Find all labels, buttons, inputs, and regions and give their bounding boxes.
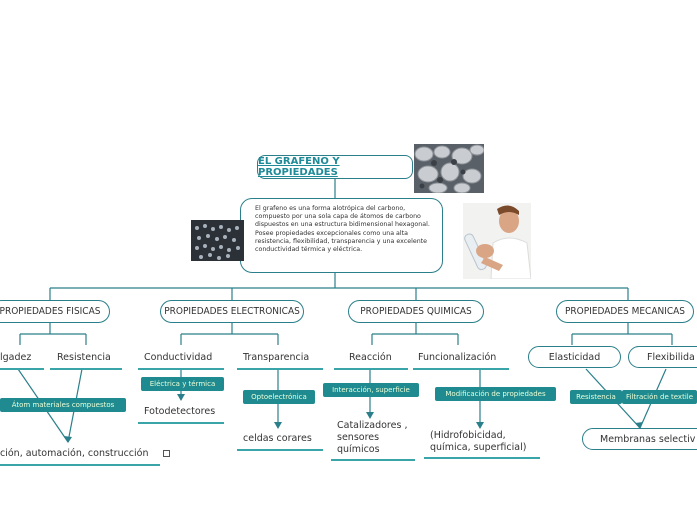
item-elasticidad[interactable]: Elasticidad: [528, 346, 621, 368]
item-resistencia-underline: [50, 368, 122, 370]
item-funcionalizacion-underline: [413, 368, 509, 370]
branch-mecanicas-label: PROPIEDADES MECANICAS: [564, 306, 685, 317]
tag-materiales-compuestos[interactable]: Átom materiales compuestos: [0, 398, 126, 412]
item-transparencia-underline: [237, 368, 323, 370]
item-flexibilidad[interactable]: Flexibilida: [628, 346, 697, 368]
tag-filtracion-textile[interactable]: Filtración de textile: [622, 390, 697, 404]
branch-fisicas-label: PROPIEDADES FISICAS: [0, 306, 101, 317]
branch-electronicas-label: PROPIEDADES ELECTRONICAS: [164, 306, 300, 317]
result-membranas-label: Membranas selectiv: [600, 433, 696, 445]
tag-interaccion-superficie[interactable]: Interacción, superficie: [323, 383, 419, 397]
scientist-test-tube-image: [463, 203, 531, 279]
item-funcionalizacion[interactable]: Funcionalización: [418, 352, 497, 363]
item-resistencia[interactable]: Resistencia: [57, 352, 111, 363]
result-hidrofobicidad-underline: [424, 457, 540, 459]
item-delgadez[interactable]: lgadez: [0, 352, 32, 363]
graphene-lattice-image: [191, 220, 244, 261]
result-membranas[interactable]: Membranas selectiv: [582, 428, 697, 450]
result-construccion-underline: [0, 464, 160, 466]
branch-electronicas[interactable]: PROPIEDADES ELECTRONICAS: [160, 300, 304, 323]
item-conductividad-underline: [138, 368, 224, 370]
branch-fisicas[interactable]: PROPIEDADES FISICAS: [0, 300, 110, 323]
item-delgadez-underline: [0, 368, 44, 370]
result-catalizadores-underline: [331, 459, 415, 461]
tag-optoelectronica[interactable]: Optoelectrónica: [243, 390, 315, 404]
result-hidrofobicidad[interactable]: (Hidrofobicidad, química, superficial): [430, 430, 527, 453]
graphene-microscopy-image: [414, 144, 484, 193]
tag-electrica-termica[interactable]: Eléctrica y térmica: [141, 377, 224, 391]
item-reaccion[interactable]: Reacción: [349, 352, 392, 363]
result-catalizadores[interactable]: Catalizadores , sensores químicos: [337, 420, 408, 455]
branch-mecanicas[interactable]: PROPIEDADES MECANICAS: [556, 300, 694, 323]
item-elasticidad-label: Elasticidad: [548, 351, 601, 363]
item-transparencia[interactable]: Transparencia: [243, 352, 310, 363]
tag-resistencia[interactable]: Resistencia: [570, 390, 622, 404]
result-celdas[interactable]: celdas corares: [243, 433, 312, 444]
result-fotodetectores[interactable]: Fotodetectores: [144, 406, 216, 417]
item-conductividad[interactable]: Conductividad: [144, 352, 213, 363]
description-text: El grafeno es una forma alotrópica del c…: [255, 205, 430, 254]
branch-quimicas-label: PROPIEDADES QUIMICAS: [360, 306, 472, 317]
root-title-node[interactable]: EL GRAFENO Y PROPIEDADES: [257, 155, 413, 179]
result-celdas-underline: [237, 449, 323, 451]
root-title: EL GRAFENO Y PROPIEDADES: [258, 156, 340, 178]
item-reaccion-underline: [334, 368, 408, 370]
item-flexibilidad-label: Flexibilida: [647, 351, 695, 363]
note-icon[interactable]: [163, 450, 170, 457]
description-node[interactable]: El grafeno es una forma alotrópica del c…: [240, 198, 443, 273]
result-fotodetectores-underline: [138, 422, 224, 424]
result-construccion[interactable]: ción, automación, construcción: [0, 448, 149, 459]
branch-quimicas[interactable]: PROPIEDADES QUIMICAS: [348, 300, 484, 323]
tag-modificacion-propiedades[interactable]: Modificación de propiedades: [435, 387, 556, 401]
